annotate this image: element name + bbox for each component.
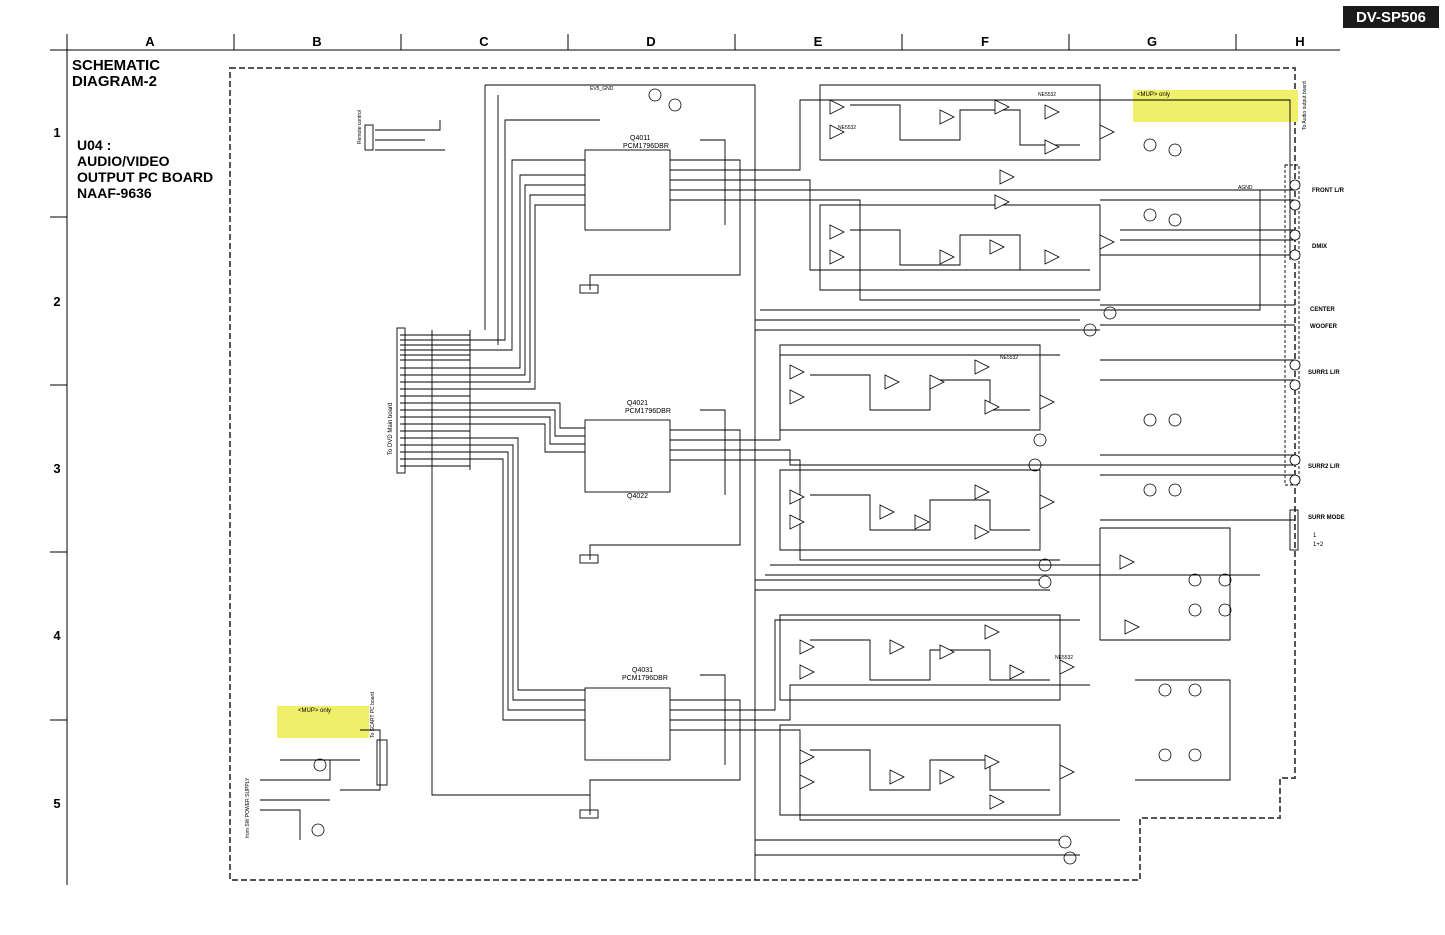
output-surr2-label: SURR2 L/R [1308, 464, 1340, 470]
ic-q4011-label: Q4011 [630, 135, 651, 142]
transistors [311, 88, 1232, 865]
output-jacks [1289, 179, 1301, 486]
column-label-a: A [145, 34, 155, 49]
surr-mode-option-12: 1+2 [1313, 542, 1324, 548]
row-label-2: 2 [53, 294, 61, 309]
output-dmix-label: DMIX [1312, 244, 1327, 250]
column-label-e: E [813, 34, 823, 49]
main-wiring [260, 84, 1300, 880]
audio-output-note: To Audio output board [1302, 81, 1308, 130]
diagram-title: SCHEMATIC DIAGRAM-2 [72, 58, 160, 90]
mup-note-top: <MUP> only [1137, 92, 1171, 98]
ic-q4031-label: Q4031 [632, 667, 654, 674]
ic-q4022-label: Q4022 [627, 493, 649, 500]
ic-q4021-label: Q4021 [627, 400, 649, 407]
column-label-b: B [312, 34, 322, 49]
title-line-1: SCHEMATIC [72, 57, 161, 74]
power-supply-note: from SW POWER SUPPLY [245, 777, 251, 838]
opamps [789, 99, 1140, 810]
column-label-f: F [981, 34, 989, 49]
scart-note: To SCART PC board [370, 692, 376, 738]
grid-frame [50, 34, 1340, 885]
column-label-h: H [1295, 34, 1305, 49]
mup-highlight-top [1133, 90, 1298, 122]
output-center-label: CENTER [1310, 307, 1335, 313]
row-label-5: 5 [53, 796, 61, 811]
model-badge: DV-SP506 [1343, 6, 1439, 28]
board-title: U04 : AUDIO/VIDEO OUTPUT PC BOARD NAAF-9… [77, 137, 213, 201]
row-label-1: 1 [53, 125, 61, 140]
row-label-3: 3 [53, 461, 61, 476]
ic-q4031-part: PCM1796DBR [622, 675, 668, 682]
column-label-g: G [1146, 34, 1158, 49]
title-line-2: DIAGRAM-2 [72, 73, 157, 90]
ic-q4011-part: PCM1796DBR [623, 143, 669, 150]
output-surr1-label: SURR1 L/R [1308, 370, 1340, 376]
remote-control-note: Remote control [357, 110, 363, 144]
surr-mode-option-1: 1 [1313, 533, 1317, 539]
board-line-2: AUDIO/VIDEO [77, 153, 170, 169]
board-line-4: NAAF-9636 [77, 185, 152, 201]
opamp-label: NE5532 [1038, 92, 1057, 98]
row-label-4: 4 [53, 628, 61, 643]
dvd-main-note: To DVD Main board [388, 402, 394, 455]
output-woofer-label: WOOFER [1310, 324, 1337, 330]
opamp-label: NE5532 [1000, 355, 1019, 361]
mup-note-bottom: <MUP> only [298, 708, 332, 714]
column-label-c: C [479, 34, 489, 49]
agnd-label: AGND [1238, 185, 1253, 191]
ev5-gnd-label: EV5_GND [590, 86, 614, 92]
output-front-label: FRONT L/R [1312, 188, 1344, 194]
opamp-label: NE5532 [1055, 655, 1074, 661]
board-line-1: U04 : [77, 137, 112, 153]
column-label-d: D [646, 34, 656, 49]
ic-q4021-part: PCM1796DBR [625, 408, 671, 415]
opamp-label: NE5532 [838, 125, 857, 131]
mup-highlight-bottom [277, 706, 369, 738]
board-line-3: OUTPUT PC BOARD [77, 169, 214, 185]
surr-mode-label: SURR MODE [1308, 515, 1345, 521]
